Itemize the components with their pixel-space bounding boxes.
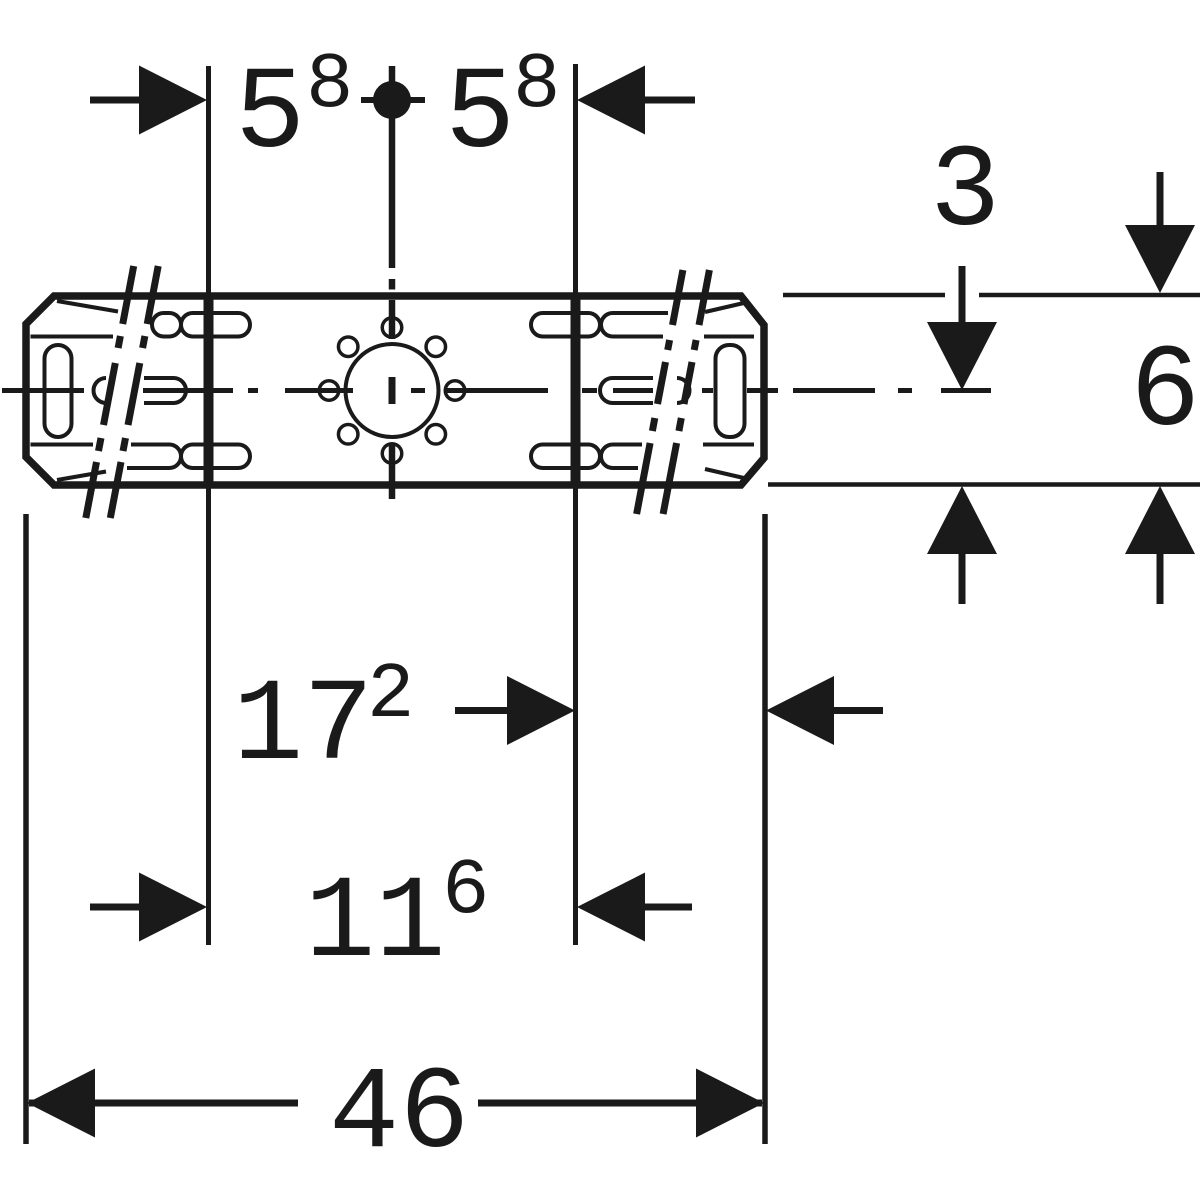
svg-text:8: 8 [513, 40, 560, 130]
svg-text:46: 46 [329, 1050, 469, 1182]
svg-text:6: 6 [442, 846, 489, 936]
svg-text:6: 6 [1130, 328, 1200, 460]
svg-text:11: 11 [305, 859, 445, 991]
svg-text:17: 17 [233, 662, 373, 794]
svg-text:5: 5 [235, 50, 305, 182]
svg-text:3: 3 [930, 128, 1000, 260]
svg-text:8: 8 [306, 40, 353, 130]
svg-text:2: 2 [367, 650, 414, 740]
svg-text:5: 5 [445, 50, 515, 182]
